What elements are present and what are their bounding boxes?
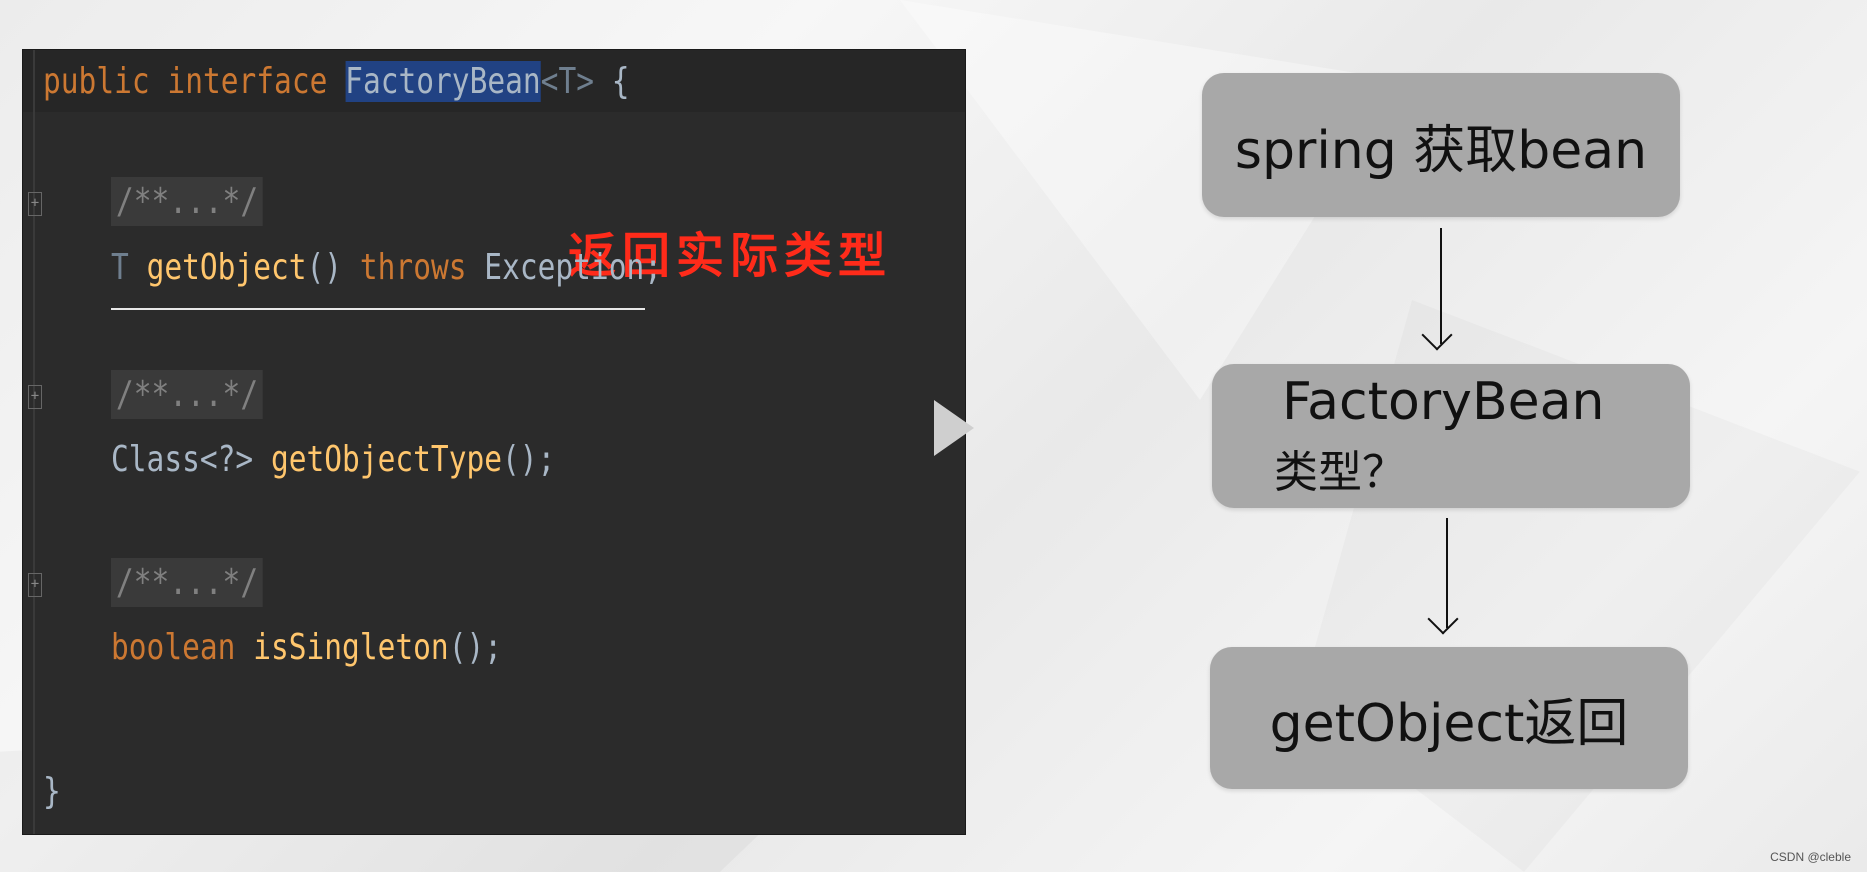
flow-step-label: getObject返回 [1269, 693, 1629, 754]
fold-marker[interactable]: + [28, 573, 42, 597]
keyword-throws: throws [359, 247, 467, 288]
arrow-down-icon [1440, 228, 1442, 344]
fold-marker[interactable]: + [28, 192, 42, 216]
watermark: CSDN @cleble [1770, 850, 1851, 864]
return-type-annotation: 返回实际类型 [568, 228, 893, 284]
flow-step-label: 类型？ [1274, 447, 1406, 498]
method-parens: () [306, 247, 343, 288]
method-rest: (); [448, 627, 503, 668]
getobject-method-line: T getObject() throws Exception; [111, 246, 662, 290]
play-icon[interactable] [934, 400, 974, 456]
flow-step-factorybean-check: FactoryBean 类型？ [1212, 364, 1690, 508]
underline-mark [111, 308, 645, 310]
method-name: getObjectType [270, 439, 503, 480]
getobjecttype-method-line: Class<?> getObjectType(); [111, 438, 555, 482]
interface-declaration-line: public interface FactoryBean<T> { [43, 60, 630, 104]
keyword-interface: interface [167, 61, 328, 102]
flow-step-spring-get-bean: spring 获取bean [1202, 73, 1680, 217]
keyword-boolean: boolean [111, 627, 236, 668]
editor-gutter [33, 50, 35, 834]
flow-step-label: spring 获取bean [1234, 120, 1648, 181]
method-name: isSingleton [253, 627, 449, 668]
close-brace: } [43, 771, 61, 812]
exception-type: Exception; [484, 247, 663, 288]
return-type: Class<?> [111, 439, 254, 480]
fold-marker[interactable]: + [28, 385, 42, 409]
generic-type: <T> [540, 61, 595, 102]
collapsed-comment[interactable]: /**...*/ [111, 177, 264, 226]
arrow-down-icon [1446, 518, 1448, 628]
flow-step-getobject-return: getObject返回 [1210, 647, 1688, 789]
collapsed-comment[interactable]: /**...*/ [111, 370, 264, 419]
javadoc-comment: /**...*/ [111, 370, 264, 419]
keyword-public: public [43, 61, 150, 102]
return-type: T [111, 247, 129, 288]
issingleton-method-line: boolean isSingleton(); [111, 626, 502, 670]
javadoc-comment: /**...*/ [111, 177, 264, 226]
collapsed-comment[interactable]: /**...*/ [111, 558, 264, 607]
javadoc-comment: /**...*/ [111, 558, 264, 607]
method-name: getObject [146, 247, 307, 288]
interface-name: FactoryBean [345, 61, 541, 102]
method-rest: (); [502, 439, 556, 480]
close-brace-line: } [43, 770, 61, 814]
code-editor-screenshot: public interface FactoryBean<T> { + /**.… [22, 49, 966, 835]
open-brace: { [611, 61, 630, 102]
flow-step-label: FactoryBean [1282, 372, 1605, 432]
